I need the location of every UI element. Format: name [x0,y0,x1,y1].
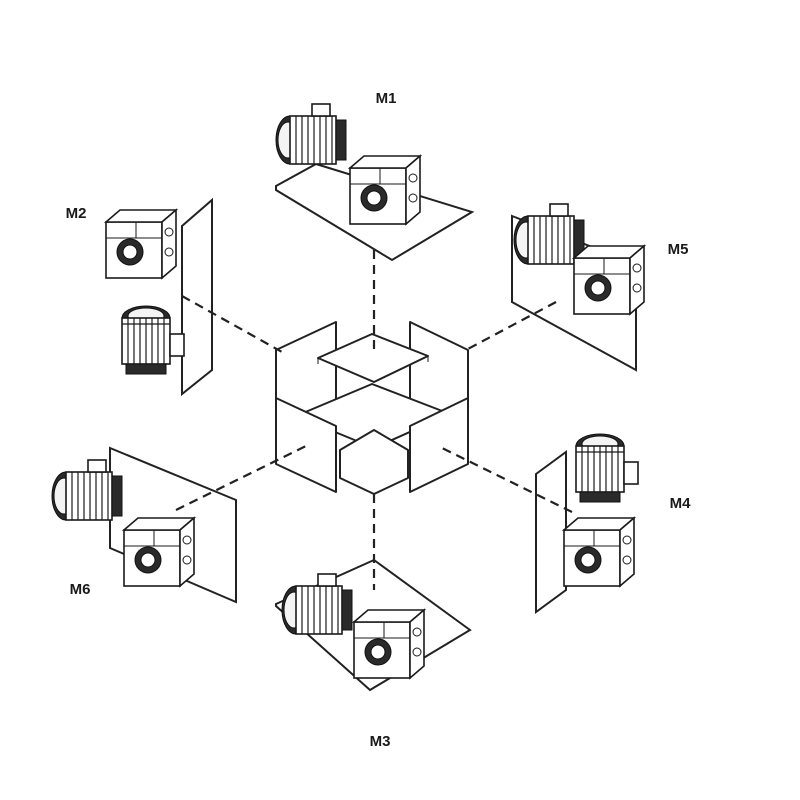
gearbox-icon [353,609,425,679]
mounting-plate-icon [181,197,213,397]
label-m4: M4 [670,495,691,512]
position-m4: M4 [535,433,691,614]
gearmotor-icon [281,573,353,635]
gearbox-icon [573,245,645,315]
gearbox-icon [123,517,195,587]
position-m2: M2 [66,197,213,397]
gearmotor-icon [121,305,185,375]
label-m1: M1 [376,90,397,107]
position-m1: M1 [275,90,475,262]
position-m6: M6 [51,446,237,604]
gearmotor-icon [513,203,585,265]
position-m3: M3 [275,558,472,750]
mounting-plate-icon [275,162,475,262]
label-m5: M5 [668,241,689,258]
gearbox-icon [349,155,421,225]
label-m2: M2 [66,205,87,222]
position-m5: M5 [511,203,689,372]
connection-lines [175,250,573,590]
gearmotor-icon [575,433,639,503]
gearmotor-icon [275,103,347,165]
gearmotor-icon [51,459,123,521]
label-m3: M3 [370,733,391,750]
gearbox-icon [563,517,635,587]
gearbox-icon [105,209,177,279]
label-m6: M6 [70,581,91,598]
center-frame-icon [275,321,469,495]
mounting-plate-icon [535,450,567,614]
